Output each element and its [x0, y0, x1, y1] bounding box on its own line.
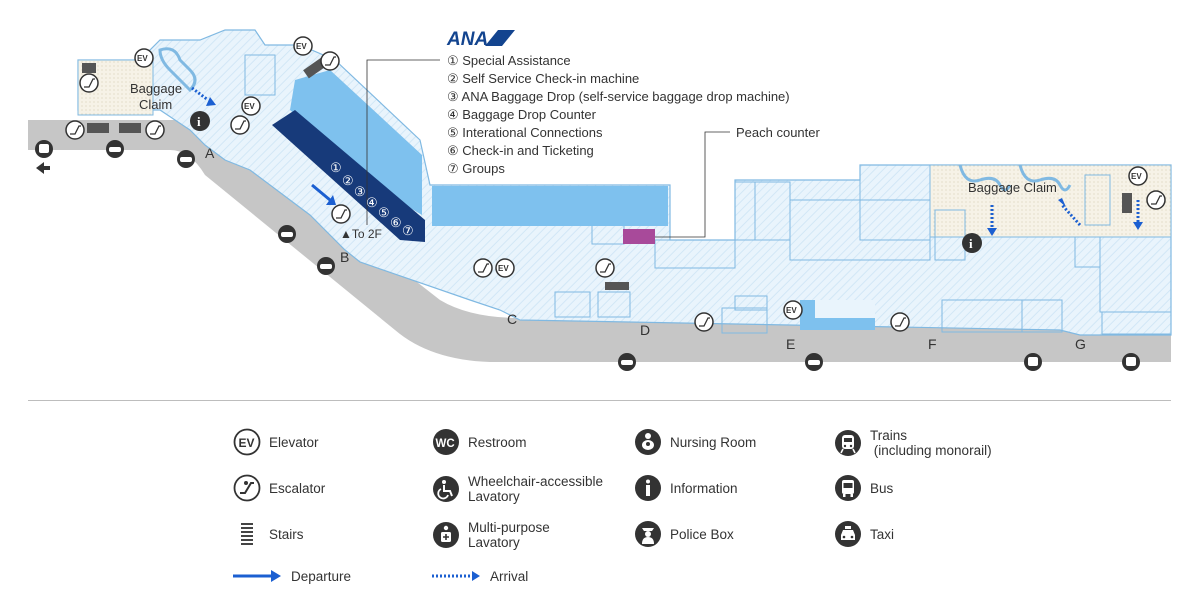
counter-number-2: ②	[342, 173, 354, 188]
list-item: ⑤ Interational Connections	[447, 125, 603, 140]
elevator-icon-text: EV EV EV EV EV EV	[137, 42, 1142, 315]
info-icons: i i	[190, 111, 982, 253]
svg-text:i: i	[969, 236, 973, 251]
counter-number-5: ⑤	[378, 205, 390, 220]
exit-g: G	[1075, 336, 1086, 352]
road	[28, 120, 1171, 362]
exit-b: B	[340, 249, 349, 265]
counter-number-4: ④	[366, 195, 378, 210]
transport-icons-map	[35, 140, 1140, 371]
counter-number-6: ⑥	[390, 215, 402, 230]
legend-separator	[28, 400, 1171, 401]
carousel-right-2	[1018, 164, 1072, 192]
svg-text:i: i	[197, 114, 201, 129]
peach-leader-line	[655, 131, 730, 238]
room-outlines	[244, 54, 1172, 335]
counter-block	[432, 186, 668, 226]
list-item: ② Self Service Check-in machine	[447, 71, 639, 86]
carousel-left	[158, 47, 197, 93]
list-item: ⑥ Check-in and Ticketing	[447, 143, 594, 158]
escalator-icon-glyphs	[70, 56, 1162, 327]
ana-logo-mark	[485, 30, 515, 46]
exit-labels: A B C D E F G	[205, 145, 1086, 352]
exit-left-arrow-icon	[36, 162, 50, 174]
exit-e: E	[786, 336, 795, 352]
svg-text:EV: EV	[1131, 172, 1142, 181]
svg-text:EV: EV	[296, 42, 307, 51]
exit-d: D	[640, 322, 650, 338]
baggage-claim-right-label: Baggage Claim	[968, 180, 1057, 195]
departure-arrow-map	[311, 183, 331, 202]
carousel-right-1	[958, 164, 1012, 192]
exit-a: A	[205, 145, 215, 161]
peach-counter-label: Peach counter	[736, 125, 821, 140]
counter-number-7: ⑦	[402, 223, 414, 238]
exit-f: F	[928, 336, 937, 352]
arrival-arrow-map-1	[191, 86, 209, 102]
list-item: ① Special Assistance	[447, 53, 571, 68]
counter-gap	[815, 300, 875, 318]
svg-text:EV: EV	[137, 54, 148, 63]
list-item: ③ ANA Baggage Drop (self-service baggage…	[447, 89, 790, 104]
counter-number-3: ③	[354, 184, 366, 199]
numbered-list: ① Special Assistance ② Self Service Chec…	[447, 53, 790, 176]
list-leader-line	[366, 59, 440, 225]
svg-text:EV: EV	[786, 306, 797, 315]
svg-text:EV: EV	[244, 102, 255, 111]
svg-text:EV: EV	[498, 264, 509, 273]
arrival-arrow-map-3	[1060, 203, 1082, 227]
baggage-claim-left-label-2: Claim	[139, 97, 172, 112]
elevator-icons-map	[134, 36, 1148, 320]
to-2f-label: ▲To 2F	[340, 227, 382, 241]
counter-number-1: ①	[330, 160, 342, 175]
list-item: ⑦ Groups	[447, 161, 505, 176]
ana-logo: ANA	[446, 29, 488, 50]
baggage-claim-left-label-1: Baggage	[130, 81, 182, 96]
list-item: ④ Baggage Drop Counter	[447, 107, 597, 122]
ana-counters-dark	[272, 110, 425, 242]
exit-c: C	[507, 311, 517, 327]
counter-numbers: ① ② ③ ④ ⑤ ⑥ ⑦	[330, 160, 414, 238]
checkin-counter-light	[290, 70, 422, 215]
peach-counter	[623, 229, 655, 244]
